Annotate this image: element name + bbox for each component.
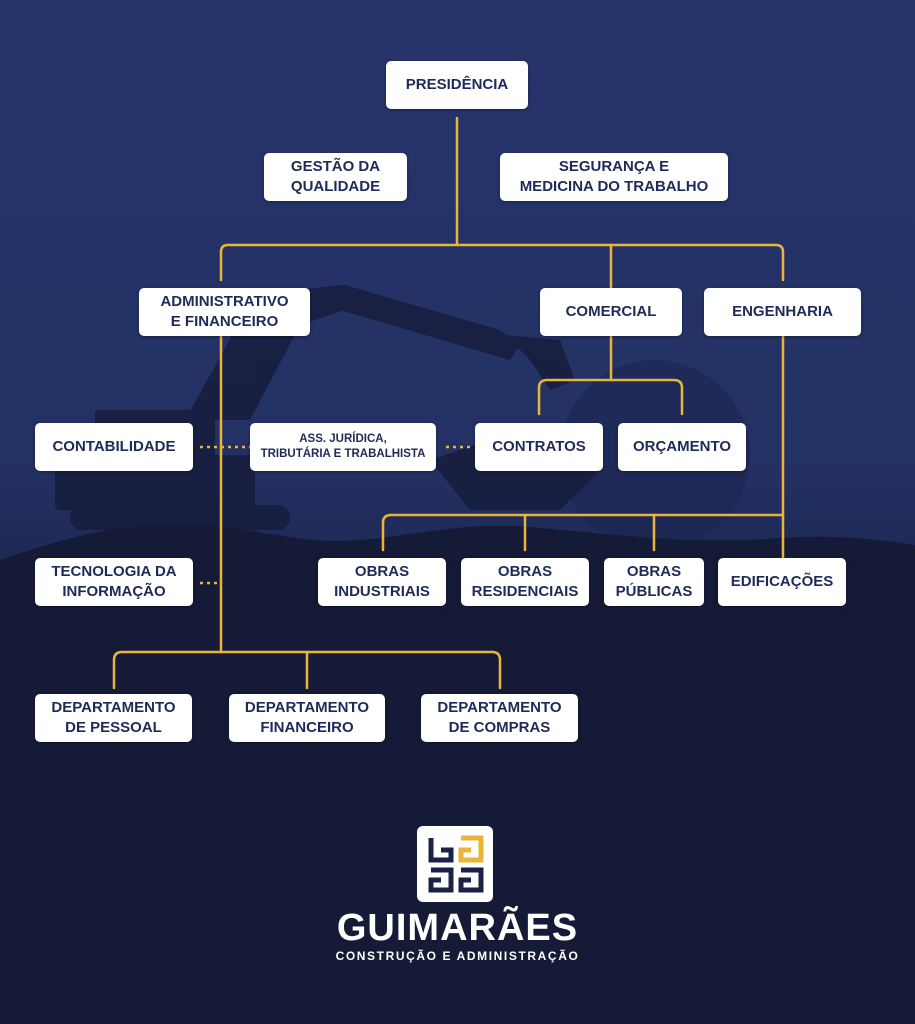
box-obras-industriais: OBRAS INDUSTRIAIS (318, 558, 446, 606)
box-edificacoes: EDIFICAÇÕES (718, 558, 846, 606)
box-gestao-da-qualidade: GESTÃO DA QUALIDADE (264, 153, 407, 201)
box-departamento-de-pessoal: DEPARTAMENTO DE PESSOAL (35, 694, 192, 742)
box-engenharia: ENGENHARIA (704, 288, 861, 336)
box-departamento-financeiro: DEPARTAMENTO FINANCEIRO (229, 694, 385, 742)
box-administrativo-financeiro: ADMINISTRATIVO E FINANCEIRO (139, 288, 310, 336)
box-assessoria-juridica: ASS. JURÍDICA, TRIBUTÁRIA E TRABALHISTA (250, 423, 436, 471)
box-contabilidade: CONTABILIDADE (35, 423, 193, 471)
box-comercial: COMERCIAL (540, 288, 682, 336)
box-tecnologia-da-informacao: TECNOLOGIA DA INFORMAÇÃO (35, 558, 193, 606)
brand-tagline: CONSTRUÇÃO E ADMINISTRAÇÃO (335, 949, 580, 963)
box-presidencia: PRESIDÊNCIA (386, 61, 528, 109)
box-obras-residenciais: OBRAS RESIDENCIAIS (461, 558, 589, 606)
box-obras-publicas: OBRAS PÚBLICAS (604, 558, 704, 606)
box-seguranca-medicina-trabalho: SEGURANÇA E MEDICINA DO TRABALHO (500, 153, 728, 201)
box-orcamento: ORÇAMENTO (618, 423, 746, 471)
brand-name: GUIMARÃES (336, 907, 579, 949)
box-contratos: CONTRATOS (475, 423, 603, 471)
guimaraes-g-logo-icon (417, 826, 493, 902)
box-departamento-de-compras: DEPARTAMENTO DE COMPRAS (421, 694, 578, 742)
